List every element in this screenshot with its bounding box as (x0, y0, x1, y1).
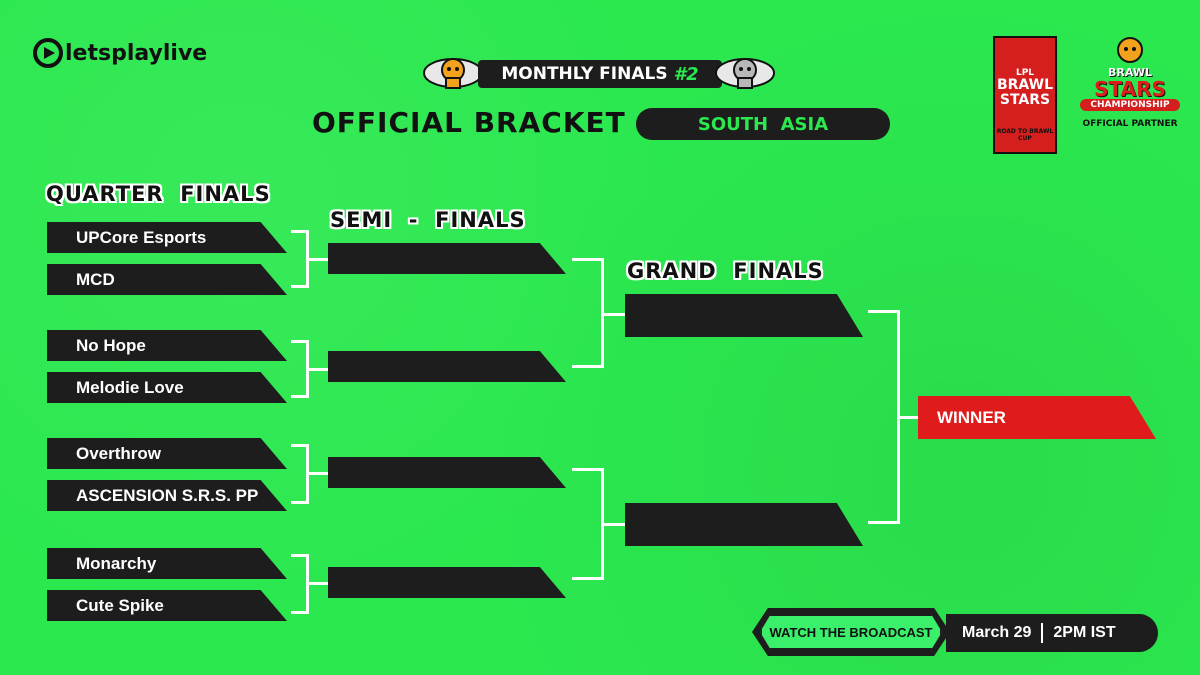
bracket-connector (306, 368, 328, 371)
winner-label: WINNER (937, 407, 1006, 427)
region-badge: SOUTH ASIA (636, 108, 890, 140)
broadcast-date: March 29 (962, 624, 1032, 641)
team-name: Monarchy (76, 553, 157, 573)
event-number: #2 (673, 63, 699, 85)
bracket-connector (601, 313, 625, 316)
winner-slot[interactable]: WINNER (918, 396, 1156, 439)
semi-final-slot[interactable] (328, 243, 566, 274)
watch-broadcast-button[interactable]: WATCH THE BROADCAST (752, 608, 950, 656)
bracket-connector (306, 472, 328, 475)
semi-final-slot[interactable] (328, 567, 566, 598)
team-slot[interactable]: MCD (47, 264, 287, 295)
brawl-cup-logo: LPL BRAWL STARS ROAD TO BRAWL CUP (993, 36, 1057, 154)
brawl-cup-brawl: BRAWL (996, 77, 1054, 93)
team-name: ASCENSION S.R.S. PP (76, 485, 259, 505)
brand-logo: letsplaylive (33, 38, 207, 68)
team-name: Overthrow (76, 443, 162, 463)
event-header: MONTHLY FINALS #2 (422, 54, 780, 92)
event-banner: MONTHLY FINALS #2 (478, 60, 722, 88)
silver-trophy-icon (715, 58, 775, 89)
team-slot[interactable]: No Hope (47, 330, 287, 361)
championship-trophy-icon (1117, 37, 1143, 63)
championship-sub: CHAMPIONSHIP (1080, 99, 1180, 111)
brawl-cup-lpl: LPL (1015, 68, 1035, 78)
brawl-cup-stars: STARS (999, 92, 1051, 108)
bracket-connector (306, 582, 328, 585)
team-name: Cute Spike (76, 595, 164, 615)
watch-broadcast-label: WATCH THE BROADCAST (769, 624, 933, 640)
broadcast-time-badge: March 29 2PM IST (946, 614, 1158, 652)
quarter-finals-title: QUARTER FINALS (46, 182, 271, 206)
grand-final-slot[interactable] (625, 294, 863, 337)
team-slot[interactable]: ASCENSION S.R.S. PP (47, 480, 287, 511)
brand-name: letsplaylive (65, 40, 208, 66)
event-title: MONTHLY FINALS (501, 64, 668, 84)
region-label: SOUTH ASIA (697, 113, 829, 135)
championship-stars: STARS (1094, 77, 1166, 101)
championship-logo: BRAWL STARS CHAMPIONSHIP OFFICIAL PARTNE… (1080, 36, 1180, 148)
bracket-connector (897, 416, 919, 419)
broadcast-time: 2PM IST (1053, 624, 1116, 641)
team-name: UPCore Esports (76, 227, 207, 247)
brawl-cup-sub: ROAD TO BRAWL CUP (996, 128, 1054, 142)
bracket-connector (306, 258, 328, 261)
team-slot[interactable]: Melodie Love (47, 372, 287, 403)
bracket-connector (868, 310, 900, 524)
championship-brawl: BRAWL (1107, 66, 1153, 79)
team-slot[interactable]: UPCore Esports (47, 222, 287, 253)
watch-broadcast-inner: WATCH THE BROADCAST (760, 614, 942, 650)
semi-finals-title: SEMI - FINALS (330, 208, 526, 232)
grand-finals-title: GRAND FINALS (627, 259, 824, 283)
team-slot[interactable]: Cute Spike (47, 590, 287, 621)
team-slot[interactable]: Overthrow (47, 438, 287, 469)
divider (1041, 623, 1044, 643)
bracket-connector (572, 468, 604, 580)
bracket-connector (572, 258, 604, 368)
bracket-connector (601, 523, 625, 526)
team-name: MCD (76, 269, 115, 289)
play-icon (33, 38, 63, 68)
partner-label: OFFICIAL PARTNER (1082, 119, 1178, 129)
semi-final-slot[interactable] (328, 457, 566, 488)
team-name: Melodie Love (76, 377, 184, 397)
semi-final-slot[interactable] (328, 351, 566, 382)
page-title: OFFICIAL BRACKET (312, 106, 626, 139)
gold-trophy-icon (423, 58, 483, 89)
team-slot[interactable]: Monarchy (47, 548, 287, 579)
grand-final-slot[interactable] (625, 503, 863, 546)
team-name: No Hope (76, 335, 146, 355)
